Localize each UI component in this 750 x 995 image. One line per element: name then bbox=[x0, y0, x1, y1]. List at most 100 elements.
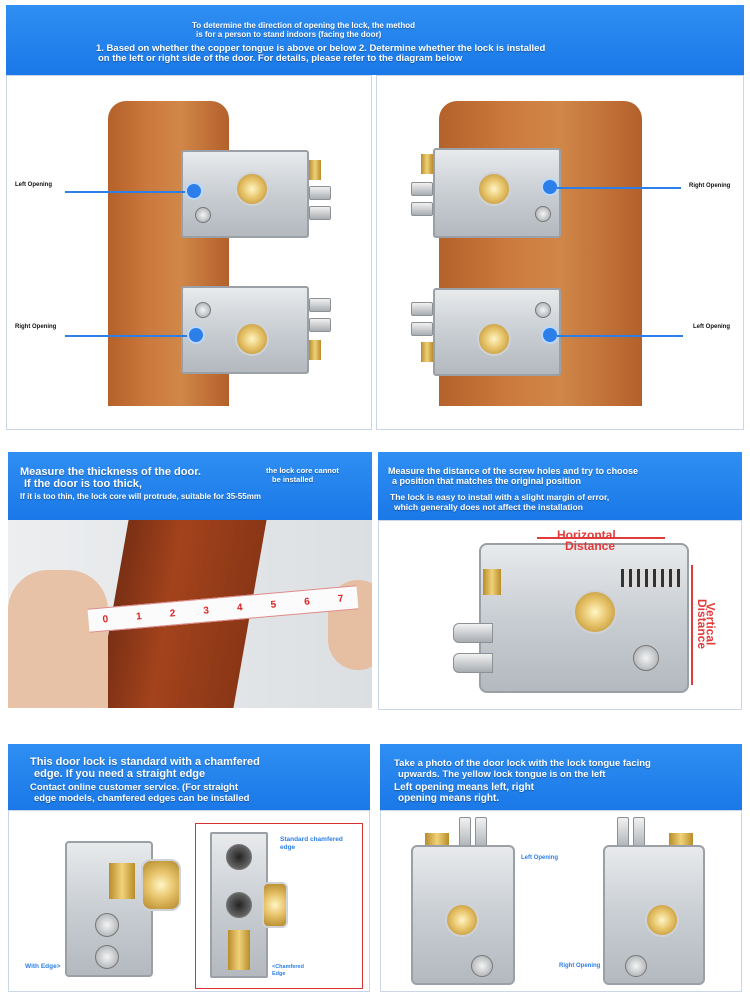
marker-dot bbox=[187, 326, 205, 344]
screw-hole-photo: Horizontal Distance Vertical Distance bbox=[378, 520, 742, 710]
measure-heading-1: Measure the thickness of the door. bbox=[20, 466, 201, 478]
hand-left bbox=[8, 570, 108, 708]
label-chamfered-edge-2: Edge bbox=[272, 971, 286, 977]
copper-tongue bbox=[309, 340, 321, 360]
chamfered-edge-frame: Standard chamfered edge <Chamfered Edge bbox=[195, 823, 363, 989]
copper-tongue bbox=[228, 930, 250, 970]
bolt-bottom-2 bbox=[411, 322, 433, 336]
measure-aside-1: the lock core cannot bbox=[266, 466, 339, 475]
horizontal-dimension-line bbox=[537, 537, 665, 539]
lock-cylinder bbox=[262, 882, 288, 928]
horizontal-label-1: Horizontal bbox=[557, 528, 616, 542]
bolt-bottom-2 bbox=[309, 318, 331, 332]
screw-icon bbox=[95, 913, 119, 937]
pointer-line bbox=[557, 187, 681, 189]
lock-cylinder bbox=[141, 859, 181, 911]
measure-photo: 0 1 2 3 4 5 6 7 bbox=[8, 520, 372, 708]
banner-line-1: To determine the direction of opening th… bbox=[192, 21, 415, 30]
copper-tongue bbox=[309, 160, 321, 180]
keyhole-icon bbox=[645, 903, 679, 937]
left-opening-lock-image bbox=[411, 845, 515, 985]
bolt-bottom-1 bbox=[411, 302, 433, 316]
top-banner: To determine the direction of opening th… bbox=[6, 5, 744, 75]
chamfer-line-3: Contact online customer service. (For st… bbox=[30, 782, 238, 793]
vent-slots bbox=[621, 569, 681, 587]
vertical-dimension-line bbox=[691, 565, 693, 685]
screw-icon bbox=[195, 207, 211, 223]
screw-line-3: The lock is easy to install with a sligh… bbox=[390, 492, 610, 502]
measure-thickness-banner: Measure the thickness of the door. If th… bbox=[8, 452, 372, 520]
tape-tick: 3 bbox=[202, 604, 210, 617]
banner-line-3: 1. Based on whether the copper tongue is… bbox=[96, 43, 546, 54]
screw-icon bbox=[95, 945, 119, 969]
keyhole-icon bbox=[477, 172, 511, 206]
screw-icon bbox=[226, 892, 252, 918]
copper-tongue bbox=[109, 863, 135, 899]
vertical-label: Vertical Distance bbox=[695, 581, 731, 671]
label-with-edge: With Edge> bbox=[25, 963, 61, 970]
bolt-top-2 bbox=[309, 206, 331, 220]
screw-line-2: a position that matches the original pos… bbox=[392, 476, 582, 486]
bolt-2 bbox=[453, 653, 493, 673]
keyhole-icon bbox=[573, 590, 617, 634]
tape-tick: 5 bbox=[270, 598, 277, 611]
lock-illustration-bottom bbox=[433, 288, 561, 376]
label-left-opening: Left Opening bbox=[693, 324, 730, 330]
copper-tongue bbox=[421, 342, 433, 362]
screw-icon bbox=[625, 955, 647, 977]
chamfer-line-1: This door lock is standard with a chamfe… bbox=[30, 756, 260, 768]
orientation-line-2: upwards. The yellow lock tongue is on th… bbox=[398, 769, 606, 780]
chamfer-line-4: edge models, chamfered edges can be inst… bbox=[34, 793, 250, 804]
tape-tick: 7 bbox=[337, 592, 344, 605]
marker-dot bbox=[185, 182, 203, 200]
diagram-panel-right: Right Opening Left Opening bbox=[376, 75, 744, 430]
vertical-label-2: Distance bbox=[695, 598, 710, 650]
keyhole-icon bbox=[445, 903, 479, 937]
label-standard-chamfered-2: edge bbox=[280, 844, 296, 851]
screw-hole-banner: Measure the distance of the screw holes … bbox=[378, 452, 742, 520]
label-chamfered-edge-1: <Chamfered bbox=[272, 964, 304, 970]
banner-line-4: on the left or right side of the door. F… bbox=[98, 53, 463, 64]
tape-tick: 4 bbox=[236, 601, 244, 614]
screw-line-4: which generally does not affect the inst… bbox=[394, 502, 583, 512]
chamfer-photo-panel: With Edge> Standard chamfered edge <Cham… bbox=[8, 810, 370, 992]
screw-line-1: Measure the distance of the screw holes … bbox=[388, 466, 639, 476]
bolt-top-1 bbox=[411, 182, 433, 196]
measure-note: If it is too thin, the lock core will pr… bbox=[20, 492, 261, 501]
tape-tick: 1 bbox=[135, 610, 143, 623]
screw-icon bbox=[535, 206, 551, 222]
bolt-top-2 bbox=[411, 202, 433, 216]
screw-icon bbox=[633, 645, 659, 671]
lock-product-image bbox=[479, 543, 689, 693]
pointer-line bbox=[65, 335, 191, 337]
screw-icon bbox=[195, 302, 211, 318]
label-left-opening: Left Opening bbox=[521, 855, 558, 861]
keyhole-icon bbox=[477, 322, 511, 356]
label-right-opening: Right Opening bbox=[15, 324, 57, 330]
orientation-banner: Take a photo of the door lock with the l… bbox=[380, 744, 742, 810]
orientation-line-3: Left opening means left, right bbox=[394, 782, 535, 793]
label-right-opening: Right Opening bbox=[689, 183, 731, 189]
label-standard-chamfered-1: Standard chamfered bbox=[280, 836, 343, 843]
chamfer-banner: This door lock is standard with a chamfe… bbox=[8, 744, 370, 810]
pointer-line bbox=[65, 191, 191, 193]
orientation-photo-panel: Left Opening Right Opening bbox=[380, 810, 742, 992]
tape-tick: 0 bbox=[102, 613, 109, 626]
diagram-panel-left: Left Opening Right Opening bbox=[6, 75, 372, 430]
screw-icon bbox=[226, 844, 252, 870]
banner-line-2: is for a person to stand indoors (facing… bbox=[196, 30, 382, 39]
orientation-line-4: opening means right. bbox=[398, 793, 500, 804]
bolt-bottom-1 bbox=[309, 298, 331, 312]
label-left-opening: Left Opening bbox=[15, 182, 52, 188]
tape-tick: 2 bbox=[169, 607, 176, 620]
with-edge-lock-image bbox=[65, 841, 153, 977]
horizontal-label-2: Distance bbox=[565, 539, 616, 553]
tape-tick: 6 bbox=[303, 595, 311, 608]
measure-heading-2: If the door is too thick, bbox=[24, 478, 142, 490]
measure-aside-2: be installed bbox=[272, 475, 314, 484]
bolt-1 bbox=[453, 623, 493, 643]
lock-illustration-top bbox=[433, 148, 561, 238]
chamfered-lock-image bbox=[210, 832, 268, 978]
chamfer-line-2: edge. If you need a straight edge bbox=[34, 768, 206, 780]
screw-icon bbox=[535, 302, 551, 318]
